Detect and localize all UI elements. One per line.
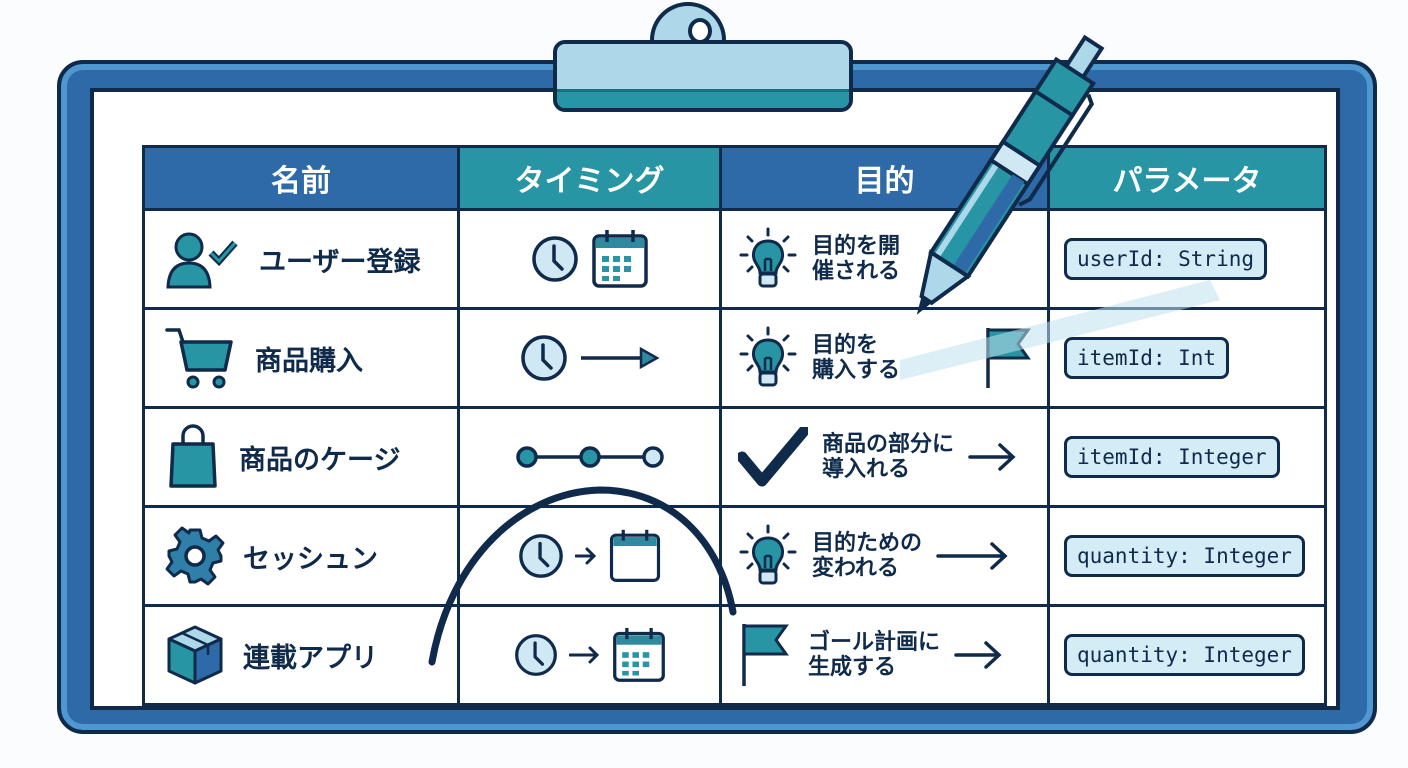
table-row: セッシュン 目的ための変われる quantity: Integer xyxy=(142,505,1327,607)
purpose-text: 目的を開催される xyxy=(812,233,901,284)
arrow-right-icon xyxy=(954,640,1002,670)
row-name: 商品のケージ xyxy=(239,444,401,476)
progress-steps-icon xyxy=(515,444,665,470)
purpose-text: ゴール計画に生成する xyxy=(808,629,941,680)
clip-hole xyxy=(688,18,712,44)
lightbulb-icon xyxy=(738,326,798,390)
table-row: 商品のケージ 商品の部分に導入れる itemId: Integer xyxy=(142,406,1327,508)
row-name: 連載アプリ xyxy=(243,642,378,674)
event-table: 名前 タイミング 目的 パラメータ ユーザー登録 目的を開催される userId… xyxy=(142,145,1327,706)
user-check-icon xyxy=(165,229,241,289)
arrow-right-icon xyxy=(968,442,1016,472)
flag-icon xyxy=(738,622,794,688)
gear-icon xyxy=(165,526,225,586)
lightbulb-icon xyxy=(738,227,798,291)
header-parameter: パラメータ xyxy=(1047,145,1327,211)
shopping-bag-icon xyxy=(165,424,221,490)
calendar-icon xyxy=(611,626,667,684)
clock-icon xyxy=(513,632,559,678)
checkmark-icon xyxy=(738,427,808,487)
parameter-chip: userId: String xyxy=(1064,238,1268,280)
purpose-text: 目的ための変われる xyxy=(812,530,923,581)
flag-icon xyxy=(984,326,1034,390)
clipboard-clip xyxy=(553,40,853,112)
table-row: 連載アプリ ゴール計画に生成する quantity: Integer xyxy=(142,604,1327,706)
table-header-row: 名前 タイミング 目的 パラメータ xyxy=(142,145,1327,211)
parameter-chip: itemId: Integer xyxy=(1064,436,1280,478)
header-name: 名前 xyxy=(142,145,460,211)
arrow-right-icon xyxy=(936,541,1008,571)
header-purpose: 目的 xyxy=(719,145,1050,211)
clock-icon xyxy=(530,234,580,284)
table-row: ユーザー登録 目的を開催される userId: String xyxy=(142,208,1327,310)
parameter-chip: quantity: Integer xyxy=(1064,634,1305,676)
parameter-chip: quantity: Integer xyxy=(1064,535,1305,577)
calendar-icon xyxy=(607,528,663,584)
shopping-cart-icon xyxy=(165,326,237,390)
lightbulb-icon xyxy=(738,524,798,588)
clock-icon xyxy=(517,532,565,580)
clock-icon xyxy=(519,333,569,383)
row-name: 商品購入 xyxy=(255,345,363,377)
calendar-icon xyxy=(590,228,650,290)
purpose-text: 商品の部分に導入れる xyxy=(822,431,955,482)
arrow-right-icon xyxy=(579,346,661,370)
arrow-right-icon xyxy=(574,546,597,566)
header-timing: タイミング xyxy=(457,145,722,211)
purpose-text: 目的を購入する xyxy=(812,332,901,383)
row-name: ユーザー登録 xyxy=(259,246,421,278)
row-name: セッシュン xyxy=(243,543,378,575)
parameter-chip: itemId: Int xyxy=(1064,337,1230,379)
arrow-right-icon xyxy=(568,645,601,665)
table-row: 商品購入 目的を購入する itemId: Int xyxy=(142,307,1327,409)
box-icon xyxy=(165,623,225,687)
